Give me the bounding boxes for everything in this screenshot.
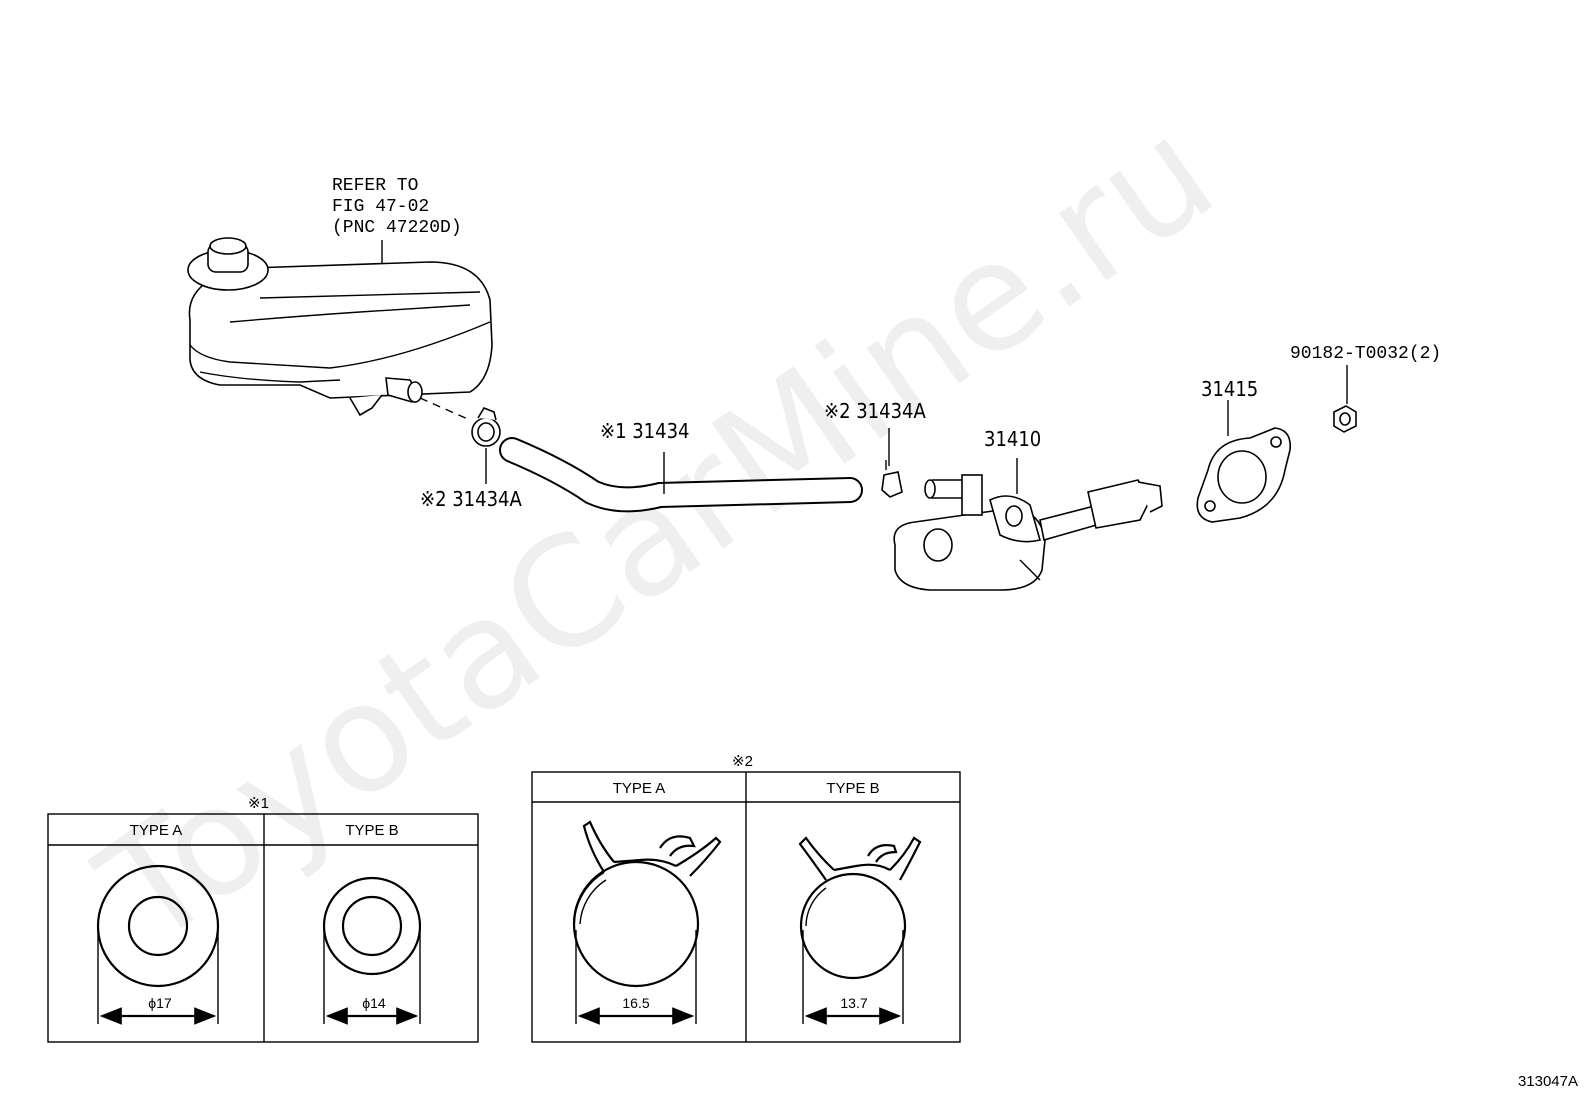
- refer-note: REFER TO FIG 47-02 (PNC 47220D): [332, 176, 462, 272]
- clamp-left-label: ※2 31434A: [420, 487, 522, 511]
- clutch-master-cylinder: 31410: [893, 427, 1163, 591]
- fluid-hose: ※1 31434: [499, 419, 863, 513]
- hose-type-b-dimension: ϕ14: [362, 995, 386, 1011]
- clamp-type-a-drawing: 16.5: [572, 820, 722, 1025]
- hose-type-b-section: ϕ14: [322, 876, 422, 1025]
- reservoir-tank: [187, 237, 493, 421]
- table1-type-b-header: TYPE B: [345, 822, 398, 839]
- table2-type-b-header: TYPE B: [826, 780, 879, 797]
- table-hose-types: ※1 TYPE A TYPE B ϕ17 ϕ14: [47, 795, 479, 1043]
- table2-mark: ※2: [732, 753, 753, 770]
- gasket-label: 31415: [1201, 377, 1258, 401]
- nut: 90182-T0032(2): [1290, 344, 1441, 433]
- master-cylinder-label: 31410: [984, 427, 1041, 451]
- clamp-type-a-dimension: 16.5: [622, 995, 649, 1011]
- hose-clamp-left: ※2 31434A: [420, 407, 522, 511]
- refer-note-line3: (PNC 47220D): [332, 218, 462, 238]
- figure-id: 313047A: [1518, 1073, 1578, 1090]
- hose-clamp-right: ※2 31434A: [824, 399, 926, 498]
- gasket: 31415: [1196, 377, 1292, 523]
- hose-type-a-dimension: ϕ17: [148, 995, 172, 1011]
- hose-type-a-section: ϕ17: [96, 864, 220, 1025]
- table1-mark: ※1: [248, 795, 269, 812]
- clamp-right-label: ※2 31434A: [824, 399, 926, 423]
- table1-type-a-header: TYPE A: [130, 822, 183, 839]
- nut-label: 90182-T0032(2): [1290, 344, 1441, 364]
- table2-type-a-header: TYPE A: [613, 780, 666, 797]
- refer-note-line1: REFER TO: [332, 176, 418, 196]
- hose-label: ※1 31434: [600, 419, 689, 443]
- clamp-type-b-drawing: 13.7: [798, 836, 922, 1025]
- clamp-type-b-dimension: 13.7: [840, 995, 867, 1011]
- refer-note-line2: FIG 47-02: [332, 197, 429, 217]
- table-clamp-types: ※2 TYPE A TYPE B 16.5: [531, 753, 961, 1043]
